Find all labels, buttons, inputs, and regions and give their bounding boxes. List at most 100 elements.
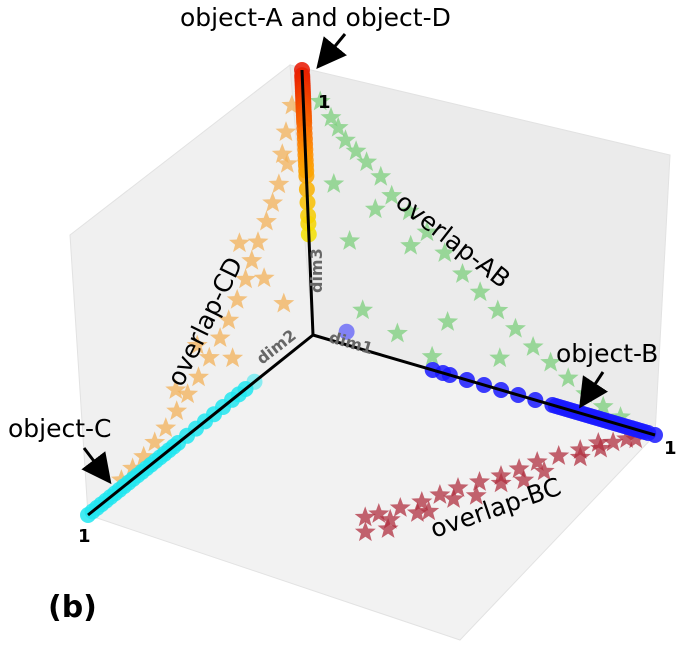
point-overlap-cd-15 (166, 400, 188, 421)
point-overlap-ab-22 (400, 234, 422, 255)
point-overlap-cd-6 (247, 231, 269, 251)
point-overlap-bc-25 (418, 500, 440, 521)
point-overlap-cd-2 (271, 143, 293, 164)
point-overlap-ab-9 (416, 221, 438, 242)
point-overlap-cd-11 (209, 327, 231, 347)
point-overlap-cd-8 (235, 268, 257, 289)
point-overlap-bc-24 (465, 484, 487, 505)
point-overlap-bc-19 (379, 508, 401, 529)
point-overlap-cd-24 (273, 292, 295, 313)
point-overlap-ab-24 (386, 322, 408, 343)
arrow-object-ad (316, 33, 347, 69)
point-overlap-cd-4 (262, 192, 284, 212)
point-overlap-cd-14 (177, 383, 199, 404)
annotation-object-ad: object-A and object-D (180, 3, 451, 32)
point-overlap-bc-15 (533, 460, 555, 481)
point-overlap-bc-27 (354, 521, 376, 542)
point-overlap-cd-7 (241, 249, 263, 270)
point-overlap-cd-10 (218, 309, 240, 330)
point-overlap-ab-10 (434, 242, 456, 262)
point-overlap-cd-26 (276, 152, 298, 173)
point-overlap-ab-23 (352, 299, 374, 320)
point-overlap-bc-9 (429, 484, 451, 504)
point-overlap-ab-12 (469, 281, 491, 302)
point-overlap-ab-15 (522, 336, 544, 356)
axis-dim2-tick-1: 1 (78, 526, 91, 547)
point-overlap-bc-11 (389, 497, 411, 517)
point-overlap-ab-20 (610, 406, 631, 426)
point-overlap-ab-25 (421, 345, 443, 366)
series-overlap-cd (111, 94, 303, 489)
point-overlap-cd-19 (122, 457, 143, 478)
point-overlap-bc-17 (443, 488, 464, 508)
point-overlap-ab-29 (323, 173, 345, 193)
point-overlap-ab-0 (309, 90, 331, 111)
arrow-object-b (579, 371, 609, 409)
point-overlap-ab-28 (339, 230, 361, 250)
annotation-object-b: object-B (556, 339, 658, 368)
annotation-object-c: object-C (8, 414, 112, 443)
axis-dim3-label: dim3 (307, 248, 326, 293)
point-overlap-cd-27 (165, 379, 187, 399)
point-overlap-ab-2 (327, 116, 349, 137)
point-overlap-bc-1 (587, 432, 609, 452)
point-overlap-bc-22 (569, 446, 591, 467)
point-overlap-cd-23 (186, 334, 208, 355)
point-overlap-ab-8 (398, 200, 420, 221)
point-overlap-ab-13 (487, 299, 509, 320)
point-overlap-bc-7 (469, 471, 490, 491)
point-overlap-ab-4 (345, 140, 367, 161)
point-overlap-cd-18 (133, 445, 155, 466)
point-overlap-ab-5 (356, 151, 378, 172)
axis-dim1-tick-1: 1 (664, 438, 677, 459)
point-overlap-cd-12 (198, 346, 220, 367)
axis-dim3-line (300, 69, 315, 336)
point-object-b-38 (338, 323, 355, 340)
point-overlap-ab-16 (540, 351, 562, 372)
point-overlap-bc-13 (354, 506, 376, 527)
axis-dim1-line (312, 333, 656, 437)
point-overlap-cd-25 (222, 347, 244, 368)
point-overlap-ab-21 (364, 198, 386, 219)
point-overlap-bc-5 (508, 458, 530, 478)
point-overlap-bc-23 (513, 469, 535, 490)
point-overlap-bc-8 (447, 477, 469, 497)
point-overlap-cd-1 (275, 121, 297, 141)
point-overlap-bc-10 (411, 491, 433, 511)
point-overlap-ab-27 (489, 347, 511, 368)
point-overlap-bc-14 (590, 437, 612, 458)
point-overlap-bc-4 (526, 451, 548, 471)
point-overlap-bc-0 (616, 428, 638, 448)
point-overlap-bc-3 (548, 445, 570, 465)
point-overlap-bc-26 (377, 518, 399, 538)
point-overlap-ab-6 (370, 165, 392, 186)
point-overlap-bc-21 (602, 431, 624, 452)
point-overlap-cd-13 (188, 366, 209, 387)
point-overlap-cd-3 (268, 173, 290, 194)
point-overlap-bc-16 (490, 472, 512, 493)
series-overlap-bc (354, 428, 647, 542)
point-overlap-bc-18 (406, 502, 428, 522)
axes (87, 69, 656, 517)
axis-dim3-tick-1: 1 (318, 92, 331, 113)
point-overlap-cd-9 (226, 288, 248, 309)
point-overlap-ab-26 (437, 311, 459, 331)
point-overlap-bc-20 (625, 428, 647, 449)
point-overlap-cd-16 (155, 417, 177, 437)
point-overlap-bc-12 (368, 503, 390, 523)
point-overlap-ab-14 (505, 317, 526, 338)
point-overlap-ab-17 (557, 367, 579, 388)
point-overlap-cd-17 (144, 431, 166, 452)
point-overlap-cd-5 (256, 210, 277, 231)
point-overlap-ab-1 (320, 106, 342, 127)
point-overlap-cd-0 (281, 94, 303, 115)
arrow-object-c (81, 447, 112, 485)
panel-label: (b) (48, 590, 97, 625)
axis-dim2-line (87, 333, 314, 517)
point-overlap-cd-21 (229, 232, 250, 253)
point-overlap-ab-3 (335, 129, 356, 150)
point-overlap-ab-11 (452, 263, 473, 283)
point-overlap-cd-22 (253, 267, 275, 288)
point-overlap-ab-7 (381, 184, 403, 205)
